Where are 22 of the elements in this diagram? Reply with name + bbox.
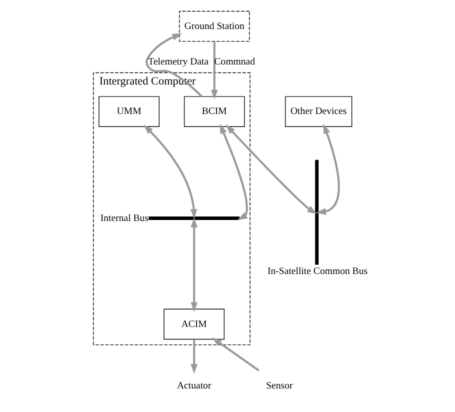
arrow [144,124,198,219]
node-bar [315,160,319,265]
arrow [190,339,198,374]
arrow [220,124,248,220]
arrow [210,41,218,100]
arrow [212,337,260,372]
arrow [316,124,340,215]
arrow [226,124,318,214]
node-box: ACIM [164,308,225,340]
node-label: Internal Bus [100,212,148,224]
node-box: UMM [98,96,160,127]
arrow [190,218,198,312]
node-text: Actuator [176,380,212,392]
node-label: In-Satellite Common Bus [268,266,368,277]
node-box: BCIM [184,96,245,127]
node-box: Ground Station [179,10,250,42]
node-text: Sensor [266,380,293,392]
edge-label: Telemetry Data [148,56,209,68]
node-bar [148,216,240,220]
edge-label: Commnad [214,56,256,68]
arrow [146,33,202,98]
node-box: Other Devices [285,96,352,127]
